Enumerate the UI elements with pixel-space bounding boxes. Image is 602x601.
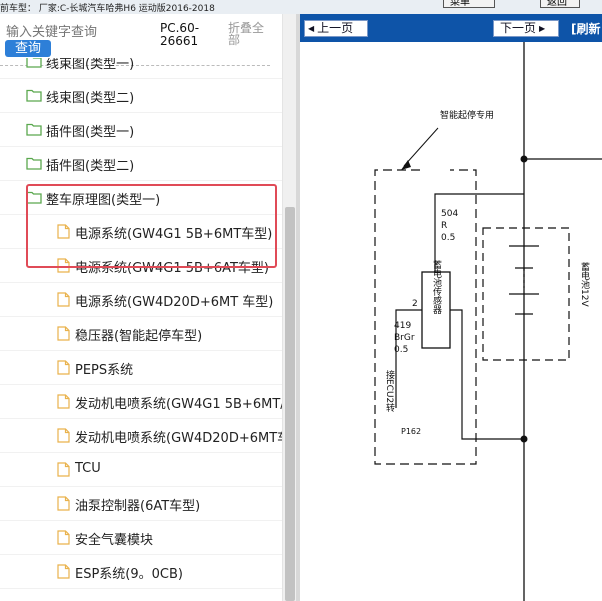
wire [395, 309, 422, 408]
tree-item-label: 电源系统(GW4G1 5B+6MT车型) [75, 227, 273, 242]
tree-file-item[interactable]: 发动机电喷系统(GW4D20D+6MT车 [0, 420, 282, 453]
wire-code-419: 419 [394, 321, 411, 331]
tree-item-label: 插件图(类型二) [46, 159, 135, 174]
battery-sensor-block [421, 271, 451, 349]
tree-file-item[interactable]: 电源系统(GW4G1 5B+6AT车型) [0, 250, 282, 283]
folder-icon [26, 88, 42, 106]
sensor-label: 蓄电池传感器 [431, 259, 442, 314]
tree-item-label: 安全气囊模块 [75, 533, 154, 548]
leader-line [403, 127, 439, 167]
left-panel: 查询 PC.60-26661 折叠全部 线束图(类型一) 线束图(类型二) 插件图(… [0, 14, 300, 601]
tree-item-label: 油泵控制器(6AT车型) [75, 499, 201, 514]
menu-button[interactable]: 菜单 [443, 0, 495, 8]
wire-color-brgr: BrGr [394, 333, 415, 343]
search-input[interactable] [6, 23, 154, 41]
arrowhead [401, 160, 411, 170]
folder-icon [26, 122, 42, 140]
file-icon [57, 292, 70, 311]
tree-item-label: 发动机电喷系统(GW4D20D+6MT车 [75, 431, 282, 446]
back-button[interactable]: 返回 [540, 0, 580, 8]
viewer-nav-bar: ◀上一页 下一页▶ [刷新 [300, 14, 602, 42]
search-button[interactable]: 查询 [5, 40, 51, 57]
tree-item-label: ESP系统(9。0CB) [75, 567, 183, 582]
tree-file-item[interactable]: 发动机电喷系统(GW4G1 5B+6MT/ [0, 386, 282, 419]
wire-code-504: 504 [441, 209, 458, 219]
file-icon [57, 530, 70, 549]
next-page-label: 下一页 [500, 21, 537, 35]
ecu-connection-label: 接ECU2转 [384, 369, 395, 413]
search-area: 查询 PC.60-26661 折叠全部 [0, 14, 280, 58]
tree-folder-item[interactable]: 插件图(类型一) [0, 114, 282, 147]
tree-file-item[interactable]: 稳压器(智能起停车型) [0, 318, 282, 351]
file-icon [57, 462, 70, 481]
tree-file-item[interactable]: 油泵控制器(6AT车型) [0, 488, 282, 521]
tree-item-label: 插件图(类型一) [46, 125, 135, 140]
tree-folder-item[interactable]: 整车原理图(类型一) [0, 182, 282, 215]
tree-item-label: 电源系统(GW4D20D+6MT 车型) [75, 295, 274, 310]
tree-item-label: 线束图(类型一) [46, 58, 135, 72]
folder-icon [26, 58, 42, 72]
tree-item-label: 整车原理图(类型一) [46, 193, 161, 208]
battery-label: 蓄电池12V [579, 261, 590, 308]
triangle-left-icon: ◀ [308, 24, 315, 33]
tree-folder-item[interactable]: 插件图(类型二) [0, 148, 282, 181]
tree-item-label: 线束图(类型二) [46, 91, 135, 106]
tree-scrollbar[interactable] [282, 14, 296, 601]
collapse-all-button[interactable]: 折叠全部 [228, 21, 265, 47]
tree-item-label: 电源系统(GW4G1 5B+6AT车型) [75, 261, 269, 276]
folder-icon [26, 190, 42, 208]
pin-number: 2 [412, 299, 418, 309]
vehicle-info-text: 前车型： 厂家:C-长城汽车哈弗H6 运动版2016-2018 [0, 4, 215, 14]
tree-file-item[interactable]: PEPS系统 [0, 352, 282, 385]
refresh-button[interactable]: [刷新 [571, 22, 601, 36]
file-icon [57, 496, 70, 515]
next-page-button[interactable]: 下一页▶ [493, 20, 559, 37]
file-icon [57, 564, 70, 583]
tree-file-item[interactable]: TCU [0, 454, 282, 487]
tree-file-item[interactable]: 电源系统(GW4D20D+6MT 车型) [0, 284, 282, 317]
wire-gauge: 0.5 [394, 345, 408, 355]
scrollbar-thumb[interactable] [285, 207, 295, 601]
tree-folder-item[interactable]: 线束图(类型一) [0, 58, 282, 79]
file-icon [57, 258, 70, 277]
prev-page-label: 上一页 [317, 21, 354, 35]
wire [450, 309, 524, 440]
file-icon [57, 224, 70, 243]
ecu-page-ref: P162 [401, 427, 421, 436]
panel-splitter[interactable] [296, 14, 300, 601]
tree-file-item[interactable]: ESP系统(9。0CB) [0, 556, 282, 589]
vehicle-info-bar: 前车型： 厂家:C-长城汽车哈弗H6 运动版2016-2018 菜单 返回 [0, 0, 602, 14]
file-icon [57, 360, 70, 379]
tree-item-label: 发动机电喷系统(GW4G1 5B+6MT/ [75, 397, 282, 412]
tree-file-item[interactable]: 安全气囊模块 [0, 522, 282, 555]
tree-file-item[interactable]: 电源系统(GW4G1 5B+6MT车型) [0, 216, 282, 249]
document-tree: 线束图(类型一) 线束图(类型二) 插件图(类型一) 插件图(类型二) 整车原理图(类型… [0, 58, 282, 601]
tree-item-label: PEPS系统 [75, 363, 134, 378]
annotation-text: 智能起停专用 [440, 109, 494, 121]
folder-icon [26, 156, 42, 174]
wire-gauge: 0.5 [441, 233, 455, 243]
tree-item-label: TCU [75, 461, 101, 476]
prev-page-button[interactable]: ◀上一页 [304, 20, 368, 37]
battery-box [482, 227, 570, 361]
tree-folder-item[interactable]: 线束图(类型二) [0, 80, 282, 113]
triangle-right-icon: ▶ [539, 24, 546, 33]
file-icon [57, 394, 70, 413]
divider [0, 65, 270, 66]
wiring-diagram: 智能起停专用 504 R 0.5 蓄电池传感器 2 419 BrGr 0.5 接… [374, 42, 602, 601]
file-icon [57, 326, 70, 345]
document-code: PC.60-26661 [160, 21, 200, 48]
tree-item-label: 稳压器(智能起停车型) [75, 329, 203, 344]
wire [434, 193, 524, 272]
file-icon [57, 428, 70, 447]
wire-color-r: R [441, 221, 447, 231]
viewer-panel: ◀上一页 下一页▶ [刷新 智能起停专用 504 R 0.5 蓄电池传感器 2 … [300, 14, 602, 601]
